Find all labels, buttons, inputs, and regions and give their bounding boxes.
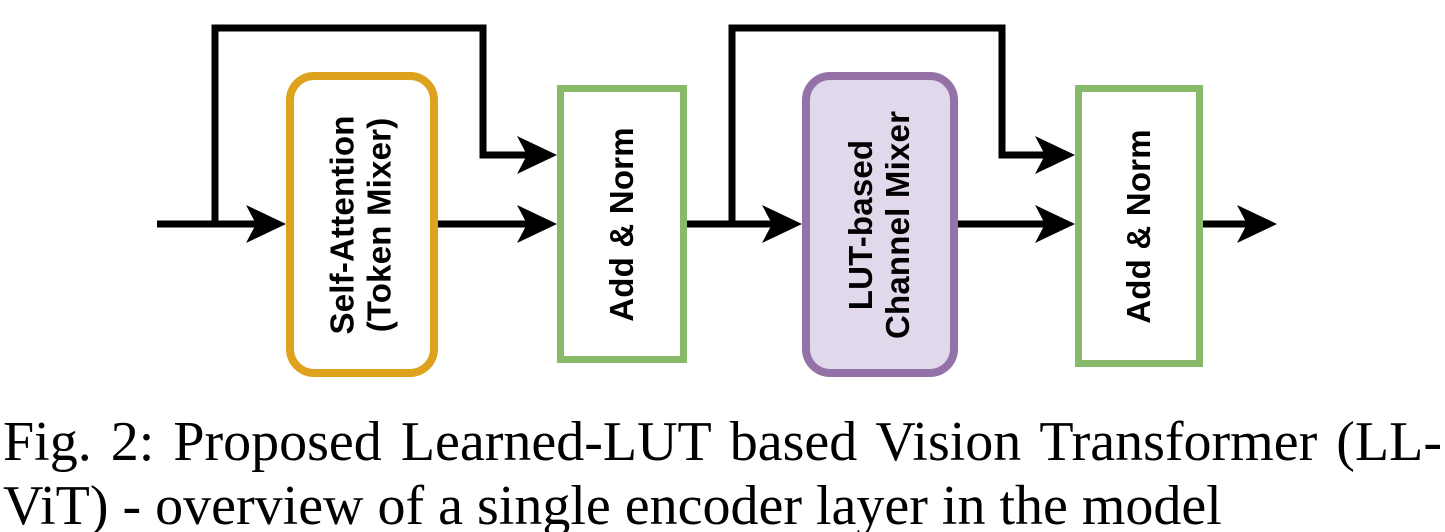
input-arrowhead-icon bbox=[246, 205, 286, 243]
lut-channel-mixer-label-line2: Channel Mixer bbox=[879, 110, 916, 339]
mixer-to-addnorm2-arrowhead-icon bbox=[1035, 205, 1075, 243]
output-arrowhead-icon bbox=[1237, 205, 1277, 243]
diagram-wires bbox=[157, 24, 1277, 243]
lut-channel-mixer-label-line1: LUT-based bbox=[842, 139, 880, 310]
attn-to-addnorm1-arrowhead-icon bbox=[517, 205, 557, 243]
skip2-arrowhead-icon bbox=[1035, 136, 1075, 174]
add-norm-block-1: Add & Norm bbox=[557, 85, 687, 363]
skip-connection-2 bbox=[728, 24, 1049, 227]
skip1-arrowhead-icon bbox=[517, 136, 557, 174]
add-norm-block-2: Add & Norm bbox=[1075, 85, 1203, 367]
lut-channel-mixer-block: LUT-based Channel Mixer bbox=[802, 72, 958, 377]
self-attention-label-line2: (Token Mixer) bbox=[361, 117, 399, 332]
add-norm-2-label: Add & Norm bbox=[1119, 128, 1157, 324]
lut-channel-mixer-label: LUT-based Channel Mixer bbox=[842, 110, 917, 339]
skip-connection-1 bbox=[211, 24, 531, 227]
self-attention-label-line1: Self-Attention bbox=[324, 114, 362, 335]
add-norm-1-label: Add & Norm bbox=[602, 126, 640, 322]
self-attention-token-mixer-block: Self-Attention (Token Mixer) bbox=[286, 72, 438, 377]
addnorm1-to-mixer-arrowhead-icon bbox=[762, 205, 802, 243]
figure-caption-line1: Fig. 2: Proposed Learned-LUT based Visio… bbox=[3, 411, 1442, 473]
figure-caption: Fig. 2: Proposed Learned-LUT based Visio… bbox=[3, 410, 1442, 532]
self-attention-label: Self-Attention (Token Mixer) bbox=[324, 114, 399, 335]
figure-caption-line2: ViT) - overview of a single encoder laye… bbox=[3, 475, 1222, 532]
